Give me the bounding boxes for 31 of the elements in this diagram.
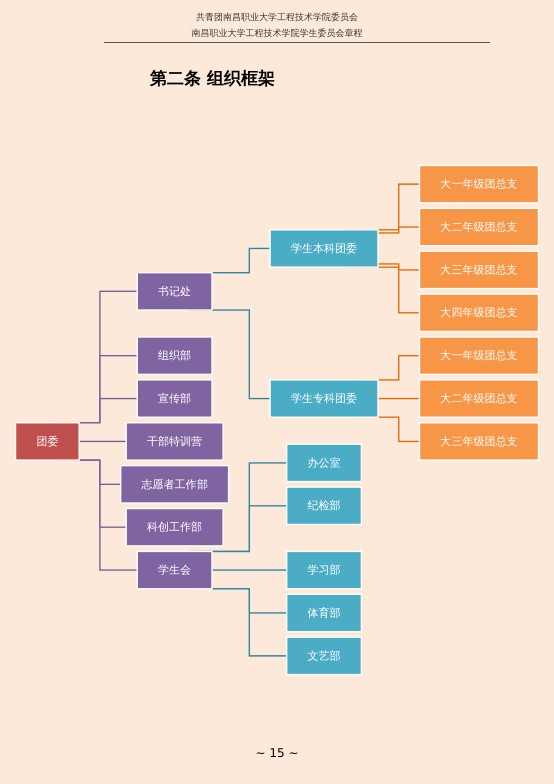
node-box: 干部特训营 xyxy=(126,422,224,461)
page-number: ~ 15 ~ xyxy=(255,746,298,760)
node-box: 组织部 xyxy=(136,336,213,376)
node-box: 大三年级团总支 xyxy=(418,422,540,461)
node-box: 大二年级团总支 xyxy=(418,379,540,418)
node-box: 大三年级团总支 xyxy=(418,250,540,290)
section-title: 第二条 组织框架 xyxy=(150,68,276,90)
node-box: 大二年级团总支 xyxy=(418,208,540,246)
node-box: 大一年级团总支 xyxy=(418,336,540,376)
node-box: 办公室 xyxy=(286,444,362,482)
node-box: 文艺部 xyxy=(286,636,362,676)
connector xyxy=(378,398,420,400)
node-box: 学生本科团委 xyxy=(269,229,379,268)
connector xyxy=(378,263,420,271)
node-box: 学生会 xyxy=(136,550,213,590)
node-box: 大一年级团总支 xyxy=(418,164,540,204)
node-box: 团委 xyxy=(14,422,80,461)
node-box: 宣传部 xyxy=(136,379,213,418)
node-box: 科创工作部 xyxy=(126,508,224,547)
header-text: 南昌职业大学工程技术学院学生委员会章程 xyxy=(192,27,362,41)
connector xyxy=(212,569,288,571)
node-box: 纪检部 xyxy=(286,486,362,526)
header-text: 共青团南昌职业大学工程技术学院委员会 xyxy=(196,11,358,25)
node-box: 学习部 xyxy=(286,550,362,590)
node-box: 学生专科团委 xyxy=(269,379,379,418)
node-box: 体育部 xyxy=(286,594,362,632)
node-box: 志愿者工作部 xyxy=(120,464,230,504)
connector xyxy=(79,440,127,442)
node-box: 大四年级团总支 xyxy=(418,293,540,332)
node-box: 书记处 xyxy=(136,272,213,311)
connector xyxy=(378,226,420,234)
